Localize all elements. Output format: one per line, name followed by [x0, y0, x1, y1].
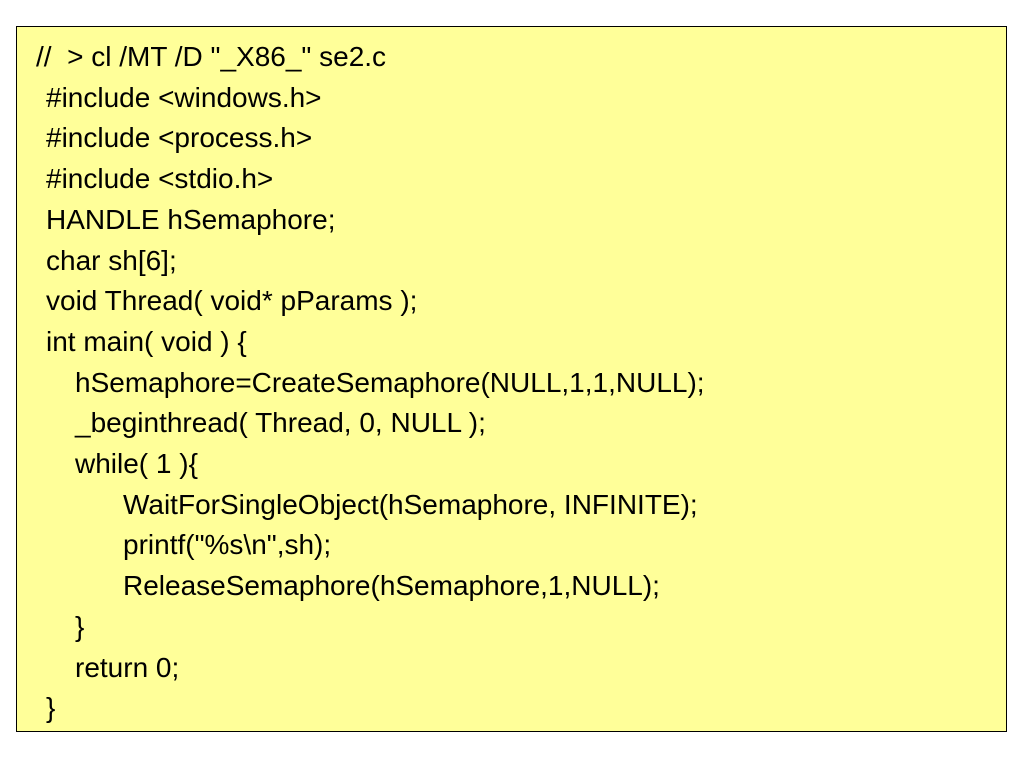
code-line-printf: printf("%s\n",sh);	[123, 529, 332, 561]
code-line-include-process: #include <process.h>	[46, 122, 313, 154]
code-line-return: return 0;	[75, 651, 180, 683]
code-line-main-signature: int main( void ) {	[46, 325, 247, 357]
code-line-while-close: }	[75, 610, 85, 642]
code-line-include-windows: #include <windows.h>	[46, 81, 322, 113]
code-line-handle-decl: HANDLE hSemaphore;	[46, 203, 336, 235]
code-line-while-loop: while( 1 ){	[75, 448, 198, 480]
code-line-compile-comment: // > cl /MT /D "_X86_" se2.c	[36, 41, 387, 72]
code-line-wait-for-object: WaitForSingleObject(hSemaphore, INFINITE…	[123, 488, 698, 520]
code-line-beginthread: _beginthread( Thread, 0, NULL );	[75, 407, 486, 439]
code-line-include-stdio: #include <stdio.h>	[46, 163, 274, 195]
code-line-main-close: }	[46, 692, 56, 724]
code-listing-box: // > cl /MT /D "_X86_" se2.c #include <w…	[16, 26, 1007, 732]
code-line-release-semaphore: ReleaseSemaphore(hSemaphore,1,NULL);	[123, 570, 660, 602]
code-line-thread-prototype: void Thread( void* pParams );	[46, 285, 418, 317]
code-line-char-decl: char sh[6];	[46, 244, 177, 276]
code-line-create-semaphore: hSemaphore=CreateSemaphore(NULL,1,1,NULL…	[75, 366, 705, 398]
